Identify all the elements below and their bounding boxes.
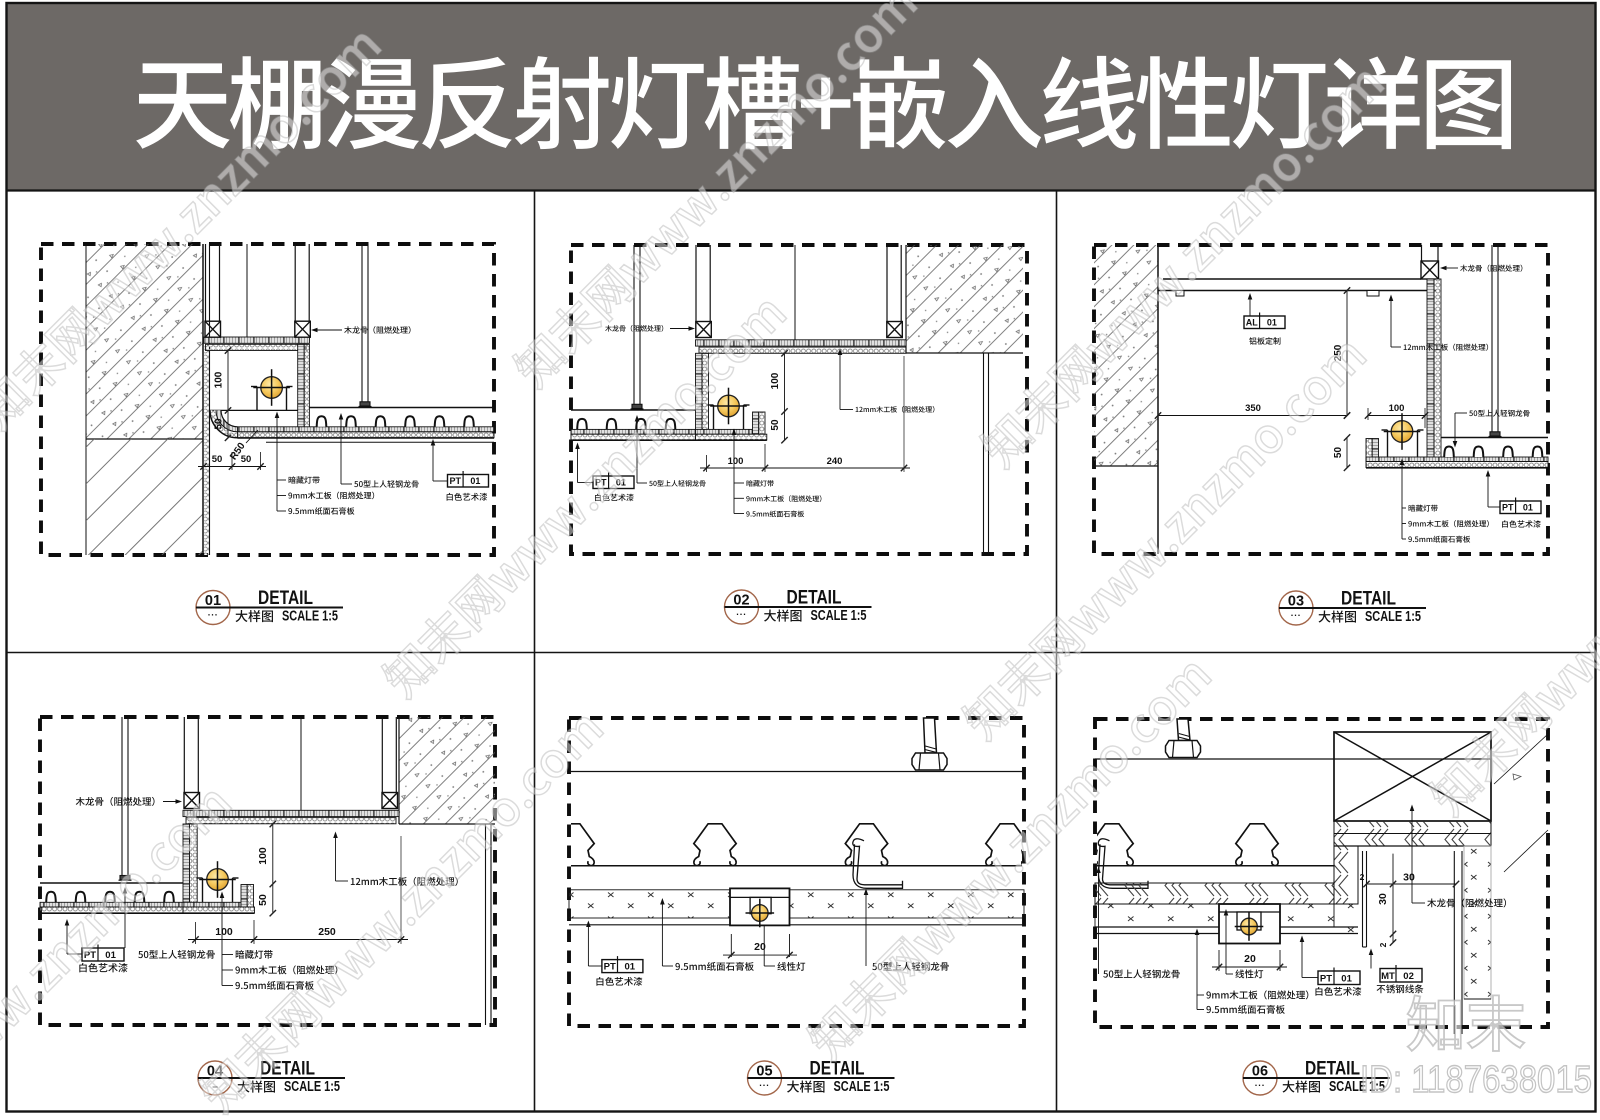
svg-text:SCALE 1:5: SCALE 1:5 [284, 1079, 340, 1095]
svg-text:01: 01 [1341, 973, 1352, 984]
svg-text:100: 100 [728, 456, 744, 467]
svg-text:06: 06 [1252, 1064, 1268, 1080]
svg-text:02: 02 [1403, 971, 1414, 982]
svg-text:SCALE 1:5: SCALE 1:5 [811, 608, 867, 624]
svg-text:PT: PT [1320, 973, 1332, 984]
svg-text:350: 350 [1245, 403, 1261, 414]
svg-text:PT: PT [604, 961, 616, 972]
svg-text:100: 100 [214, 371, 225, 388]
svg-text:100: 100 [257, 847, 269, 865]
svg-text:PT: PT [450, 476, 462, 486]
svg-text:···: ··· [736, 610, 747, 620]
svg-text:50: 50 [214, 418, 225, 430]
svg-text:···: ··· [208, 610, 219, 620]
svg-text:DETAIL: DETAIL [1305, 1059, 1360, 1080]
svg-text:50: 50 [212, 454, 223, 465]
svg-text:01: 01 [625, 961, 636, 972]
svg-text:100: 100 [215, 926, 233, 938]
svg-text:SCALE 1:5: SCALE 1:5 [1365, 609, 1421, 625]
svg-text:01: 01 [1267, 317, 1277, 327]
svg-text:SCALE 1:5: SCALE 1:5 [1329, 1079, 1385, 1095]
svg-text:MT: MT [1381, 971, 1395, 982]
svg-text:SCALE 1:5: SCALE 1:5 [282, 609, 338, 625]
svg-text:DETAIL: DETAIL [810, 1059, 865, 1080]
svg-text:SCALE 1:5: SCALE 1:5 [834, 1079, 890, 1095]
svg-text:100: 100 [770, 372, 781, 389]
svg-text:···: ··· [759, 1081, 770, 1091]
svg-text:250: 250 [318, 926, 336, 938]
svg-text:01: 01 [470, 476, 480, 486]
svg-text:···: ··· [1291, 611, 1302, 621]
svg-text:01: 01 [1523, 502, 1533, 512]
svg-text:DETAIL: DETAIL [258, 588, 313, 609]
svg-text:03: 03 [1288, 594, 1304, 610]
svg-text:2: 2 [1360, 872, 1365, 882]
svg-text:AL: AL [1246, 317, 1258, 327]
svg-text:240: 240 [827, 456, 843, 467]
svg-text:50: 50 [257, 894, 269, 906]
svg-text:ID: 1187638015: ID: 1187638015 [1360, 1059, 1592, 1101]
svg-text:05: 05 [756, 1064, 772, 1080]
svg-text:DETAIL: DETAIL [787, 588, 842, 609]
svg-text:50: 50 [241, 454, 252, 465]
svg-text:DETAIL: DETAIL [1341, 589, 1396, 610]
svg-text:01: 01 [205, 593, 221, 609]
svg-text:20: 20 [754, 941, 766, 953]
svg-text:30: 30 [1377, 893, 1389, 905]
svg-text:PT: PT [1502, 502, 1514, 512]
svg-text:50: 50 [1333, 447, 1344, 459]
svg-text:30: 30 [1403, 872, 1415, 884]
svg-text:01: 01 [105, 950, 116, 961]
svg-text:2: 2 [1378, 942, 1388, 947]
svg-text:50: 50 [770, 419, 781, 431]
svg-text:100: 100 [1389, 403, 1405, 414]
svg-text:20: 20 [1244, 953, 1256, 965]
svg-text:···: ··· [1255, 1081, 1266, 1091]
svg-text:02: 02 [733, 593, 749, 609]
svg-text:PT: PT [84, 950, 96, 961]
